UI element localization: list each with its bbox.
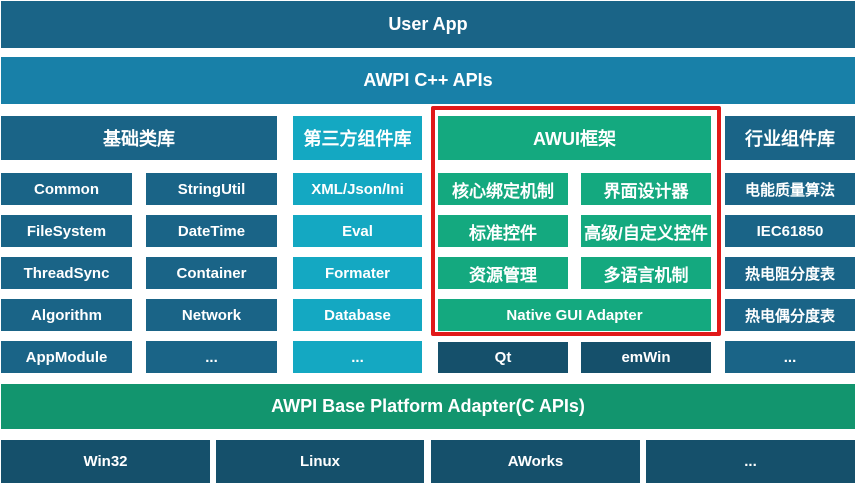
base-lib-header: 基础类库 bbox=[1, 116, 277, 160]
platform-adapter-layer: AWPI Base Platform Adapter(C APIs) bbox=[1, 384, 855, 429]
industry-header: 行业组件库 bbox=[725, 116, 855, 160]
third-party-item: XML/Json/Ini bbox=[293, 173, 422, 205]
industry-item: 热电偶分度表 bbox=[725, 299, 855, 331]
base-lib-item: ThreadSync bbox=[1, 257, 132, 289]
industry-item: IEC61850 bbox=[725, 215, 855, 247]
base-lib-item: ... bbox=[146, 341, 277, 373]
awui-item: 核心绑定机制 bbox=[438, 173, 568, 205]
os-win32: Win32 bbox=[1, 440, 210, 483]
gui-backend-qt: Qt bbox=[438, 342, 568, 373]
awui-item: 多语言机制 bbox=[581, 257, 711, 289]
awui-highlight-frame bbox=[431, 106, 721, 336]
base-lib-item: Algorithm bbox=[1, 299, 132, 331]
os-aworks: AWorks bbox=[431, 440, 640, 483]
base-lib-item: AppModule bbox=[1, 341, 132, 373]
third-party-header: 第三方组件库 bbox=[293, 116, 422, 160]
gui-backend-emwin: emWin bbox=[581, 342, 711, 373]
third-party-item: Formater bbox=[293, 257, 422, 289]
industry-item: ... bbox=[725, 341, 855, 373]
base-lib-item: Container bbox=[146, 257, 277, 289]
base-lib-item: StringUtil bbox=[146, 173, 277, 205]
third-party-item: Eval bbox=[293, 215, 422, 247]
native-gui-adapter: Native GUI Adapter bbox=[438, 299, 711, 331]
awui-item: 高级/自定义控件 bbox=[581, 215, 711, 247]
base-lib-item: Common bbox=[1, 173, 132, 205]
awui-header: AWUI框架 bbox=[438, 116, 711, 160]
industry-item: 电能质量算法 bbox=[725, 173, 855, 205]
awui-item: 界面设计器 bbox=[581, 173, 711, 205]
awui-item: 标准控件 bbox=[438, 215, 568, 247]
third-party-item: Database bbox=[293, 299, 422, 331]
os-linux: Linux bbox=[216, 440, 424, 483]
industry-item: 热电阻分度表 bbox=[725, 257, 855, 289]
base-lib-item: FileSystem bbox=[1, 215, 132, 247]
user-app-layer: User App bbox=[1, 1, 855, 48]
cpp-apis-layer: AWPI C++ APIs bbox=[1, 57, 855, 104]
awui-item: 资源管理 bbox=[438, 257, 568, 289]
third-party-item: ... bbox=[293, 341, 422, 373]
base-lib-item: DateTime bbox=[146, 215, 277, 247]
os-more: ... bbox=[646, 440, 855, 483]
base-lib-item: Network bbox=[146, 299, 277, 331]
